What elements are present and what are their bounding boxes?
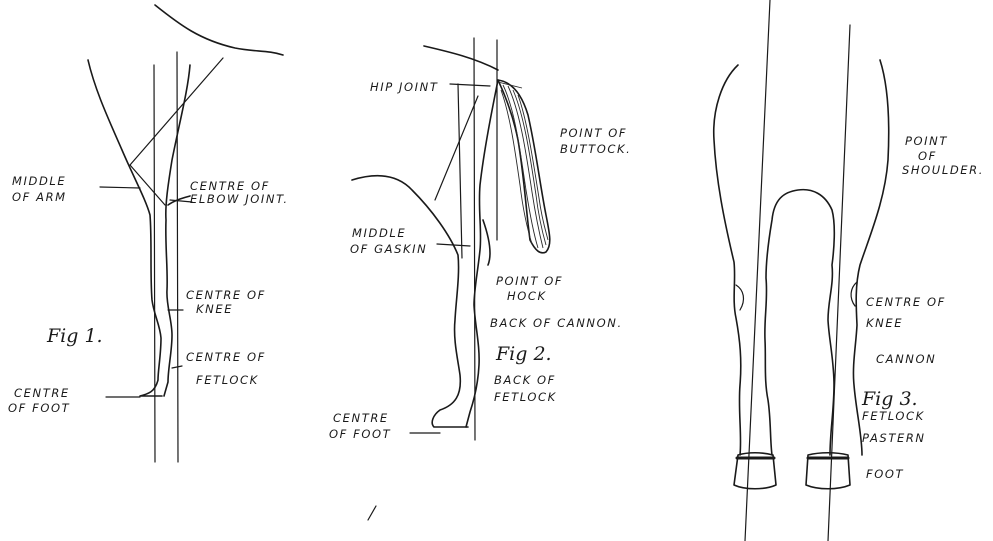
fig2-label-buttock-line2: BUTTOCK. [560,142,631,156]
fig3-caption: Fig 3. [861,388,918,410]
fig2-leg-front-outline [352,176,468,427]
fig3-inner-legs-outline [765,190,834,455]
fig3-left-outer-outline [714,65,741,455]
fig1-label-middle-of-arm-line1: MIDDLE [12,174,66,188]
fig2-label-back-fetlock-line1: BACK OF [494,373,556,387]
figure-1: MIDDLE OF ARM CENTRE OF ELBOW JOINT. CEN… [8,5,289,462]
fig2-hip-leader [450,84,490,86]
fig3-label-shoulder-line1: POINT [905,134,948,148]
fig2-guide-line-2 [458,84,462,258]
fig1-fetlock-leader [172,366,182,368]
fig3-label-knee-line2: KNEE [866,316,903,330]
fig1-label-foot-line2: OF FOOT [8,401,70,415]
fig2-label-gaskin-line2: OF GASKIN [350,242,427,256]
fig2-label-back-of-cannon: BACK OF CANNON. [490,316,623,330]
figure-3: POINT OF SHOULDER. CENTRE OF KNEE CANNON… [714,0,984,541]
fig1-label-elbow-line1: CENTRE OF [190,179,270,193]
fig1-label-knee-line2: KNEE [196,302,233,316]
fig1-body-outline [155,5,283,55]
fig1-label-knee-line1: CENTRE OF [186,288,266,302]
fig3-left-knee-mark [736,285,743,310]
fig2-label-buttock-line1: POINT OF [560,126,627,140]
fig2-hock-outline [483,220,490,265]
fig2-label-foot-line2: OF FOOT [329,427,391,441]
fig2-label-hip-joint: HIP JOINT [370,80,439,94]
fig2-label-back-fetlock-line2: FETLOCK [494,390,557,404]
fig2-label-gaskin-line1: MIDDLE [352,226,406,240]
fig1-plumb-line-rear [177,52,178,462]
fig2-back-outline [424,46,498,70]
fig2-plumb-line-front [474,38,475,440]
fig2-caption: Fig 2. [495,343,552,365]
fig1-arm-leader [100,187,140,188]
fig3-label-knee-line1: CENTRE OF [866,295,946,309]
fig2-label-hock-line1: POINT OF [496,274,563,288]
fig3-label-foot: FOOT [866,467,904,481]
fig3-label-shoulder-line2: OF [918,149,937,163]
fig2-label-foot-line1: CENTRE [333,411,389,425]
fig3-label-fetlock: FETLOCK [862,409,925,423]
fig1-label-fetlock-line1: CENTRE OF [186,350,266,364]
fig1-label-middle-of-arm-line2: OF ARM [12,190,67,204]
fig1-label-elbow-line2: ELBOW JOINT. [190,192,289,206]
figure-2: HIP JOINT POINT OF BUTTOCK. MIDDLE OF GA… [329,38,631,441]
fig1-caption: Fig 1. [46,325,103,347]
fig3-label-shoulder-line3: SHOULDER. [902,163,984,177]
fig3-label-cannon: CANNON [876,352,936,366]
fig1-plumb-line-front [154,65,155,462]
fig1-label-fetlock-line2: FETLOCK [196,373,259,387]
fig2-guide-line-1 [435,96,478,200]
stray-mark [368,506,376,520]
fig3-label-pastern: PASTERN [862,431,926,445]
fig1-label-foot-line1: CENTRE [14,386,70,400]
fig2-label-hock-line2: HOCK [507,289,547,303]
fig2-tail [498,80,550,253]
